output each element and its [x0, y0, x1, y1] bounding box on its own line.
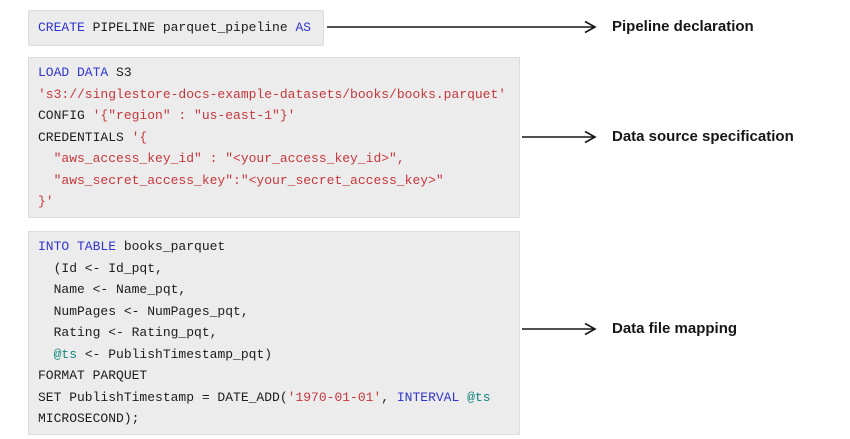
code-token: MICROSECOND); [38, 411, 140, 426]
annotation-data-source-specification: Data source specification [612, 128, 794, 145]
arrow-right-icon [327, 19, 603, 35]
code-line: "aws_secret_access_key":"<your_secret_ac… [38, 170, 510, 192]
code-line: Rating <- Rating_pqt, [38, 322, 510, 344]
code-token: <- PublishTimestamp_pqt) [77, 346, 273, 362]
code-token: (Id <- Id_pqt, [38, 260, 163, 276]
code-token: SET PublishTimestamp = DATE_ADD( [38, 389, 288, 405]
code-token: CONFIG [38, 108, 93, 123]
code-line: @ts <- PublishTimestamp_pqt) [38, 344, 510, 366]
code-block-data-file-mapping: INTO TABLE books_parquet (Id <- Id_pqt, … [28, 231, 520, 435]
arrow-right-icon [522, 321, 603, 337]
code-token [38, 347, 54, 362]
code-token: NumPages <- NumPages_pqt, [38, 303, 249, 319]
code-line: (Id <- Id_pqt, [38, 258, 510, 280]
annotation-pipeline-declaration: Pipeline declaration [612, 18, 754, 35]
code-token [459, 390, 467, 405]
code-token: '{"region" : "us-east-1"}' [92, 108, 296, 123]
code-token: 's3://singlestore-docs-example-datasets/… [38, 86, 507, 102]
code-token: "aws_access_key_id" : "<your_access_key_… [38, 151, 405, 166]
code-token: INTERVAL [396, 389, 460, 405]
code-line: FORMAT PARQUET [38, 365, 510, 387]
code-token: books_parquet [116, 239, 226, 254]
code-token: "aws_secret_access_key":"<your_secret_ac… [38, 172, 444, 188]
code-token: Name <- Name_pqt, [38, 282, 187, 297]
code-line: MICROSECOND); [38, 408, 510, 430]
code-token: S3 [108, 65, 132, 80]
code-line: Name <- Name_pqt, [38, 279, 510, 301]
code-block-pipeline-declaration: CREATE PIPELINE parquet_pipeline AS [28, 10, 324, 46]
code-token: INTO TABLE [38, 239, 117, 254]
code-block-data-source-specification: LOAD DATA S3 's3://singlestore-docs-examp… [28, 57, 520, 218]
code-token: CREDENTIALS [38, 129, 132, 145]
code-line: INTO TABLE books_parquet [38, 236, 510, 258]
code-line: CREATE PIPELINE parquet_pipeline AS [38, 19, 314, 37]
code-token: LOAD DATA [38, 65, 109, 80]
code-token: PIPELINE parquet_pipeline [84, 20, 296, 35]
code-token: }' [38, 194, 54, 209]
arrow-right-icon [522, 129, 603, 145]
code-token: Rating <- Rating_pqt, [38, 325, 218, 340]
code-line: SET PublishTimestamp = DATE_ADD('1970-01… [38, 387, 510, 409]
code-token: , [381, 389, 397, 405]
code-token: @ts [53, 346, 78, 362]
annotation-data-file-mapping: Data file mapping [612, 320, 738, 337]
code-line: "aws_access_key_id" : "<your_access_key_… [38, 148, 510, 170]
code-line: LOAD DATA S3 [38, 62, 510, 84]
code-token: AS [295, 20, 312, 35]
code-token: @ts [467, 389, 491, 405]
code-line: CONFIG '{"region" : "us-east-1"}' [38, 105, 510, 127]
code-token: '1970-01-01' [287, 389, 382, 405]
code-line: NumPages <- NumPages_pqt, [38, 301, 510, 323]
code-token: '{ [131, 129, 148, 145]
code-token: FORMAT PARQUET [38, 368, 148, 383]
code-token: CREATE [38, 20, 85, 35]
code-line: CREDENTIALS '{ [38, 127, 510, 149]
code-line: }' [38, 191, 510, 213]
code-line: 's3://singlestore-docs-example-datasets/… [38, 84, 510, 106]
